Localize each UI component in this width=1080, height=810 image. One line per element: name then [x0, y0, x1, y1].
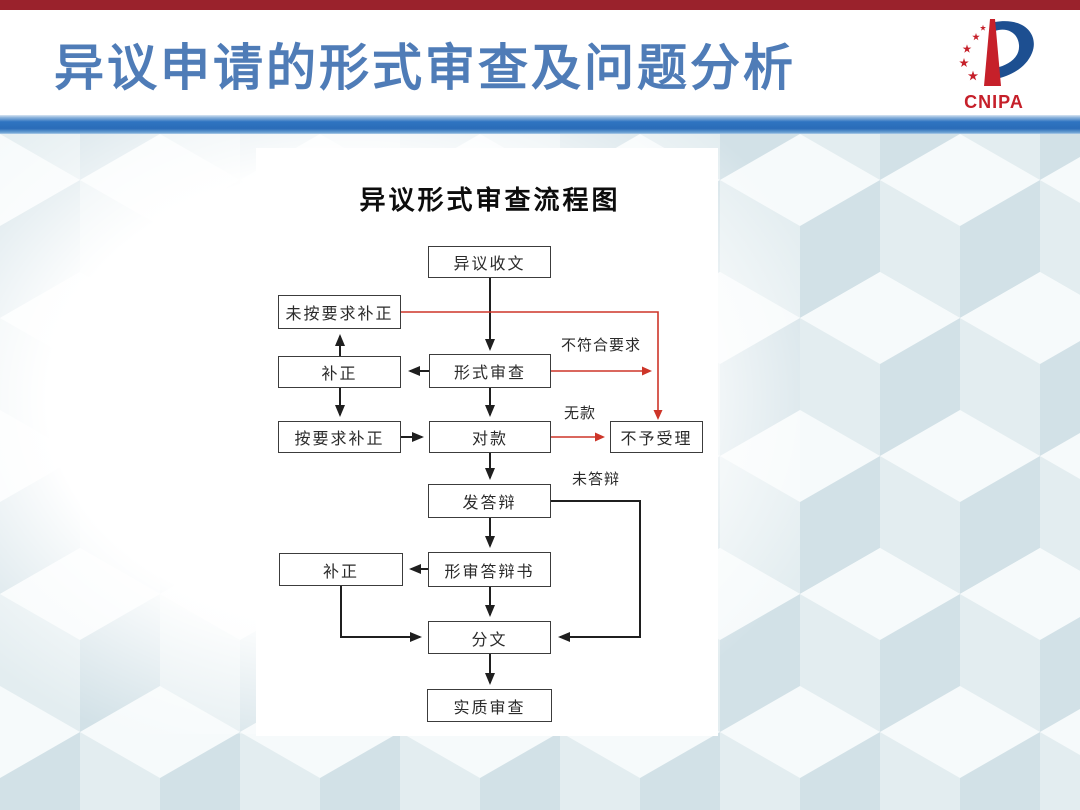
- edge-label-no-defense: 未答辩: [572, 472, 621, 488]
- flow-node-distribute: 分文: [428, 621, 551, 654]
- flow-node-receive: 异议收文: [428, 246, 551, 278]
- header-divider-bar: [0, 115, 1080, 135]
- flow-node-correction: 补正: [278, 356, 401, 388]
- cnipa-logo: CNIPA: [948, 16, 1040, 122]
- flow-node-reject: 不予受理: [610, 421, 703, 453]
- flow-node-correction-2: 补正: [279, 553, 403, 586]
- black-flow-arrows: [335, 278, 641, 685]
- flow-node-formal-exam: 形式审查: [429, 354, 551, 388]
- flow-node-substantive: 实质审查: [427, 689, 552, 722]
- logo-p-icon: [995, 21, 1034, 79]
- flow-node-payment-check: 对款: [429, 421, 551, 453]
- page-title: 异议申请的形式审查及问题分析: [54, 40, 796, 96]
- edge-label-no-payment: 无款: [564, 406, 597, 422]
- slide-body: 异议形式审查流程图: [0, 134, 1080, 810]
- flow-node-defense-doc: 形审答辩书: [428, 552, 551, 587]
- logo-text: CNIPA: [964, 92, 1024, 112]
- flow-node-send-defense: 发答辩: [428, 484, 551, 518]
- slide-header: 异议申请的形式审查及问题分析 CNIPA: [0, 10, 1080, 115]
- flowchart-title: 异议形式审查流程图: [359, 186, 621, 215]
- flow-node-corrected: 按要求补正: [278, 421, 401, 453]
- logo-spire-icon: [984, 19, 1001, 86]
- logo-stars-icon: [959, 24, 987, 81]
- flowchart-connectors: [335, 278, 663, 685]
- edge-label-not-meeting-requirements: 不符合要求: [561, 338, 642, 354]
- top-red-bar: [0, 0, 1080, 10]
- red-flow-arrows: [401, 311, 663, 442]
- flow-node-not-corrected: 未按要求补正: [278, 295, 401, 329]
- cnipa-logo-icon: [959, 19, 1034, 86]
